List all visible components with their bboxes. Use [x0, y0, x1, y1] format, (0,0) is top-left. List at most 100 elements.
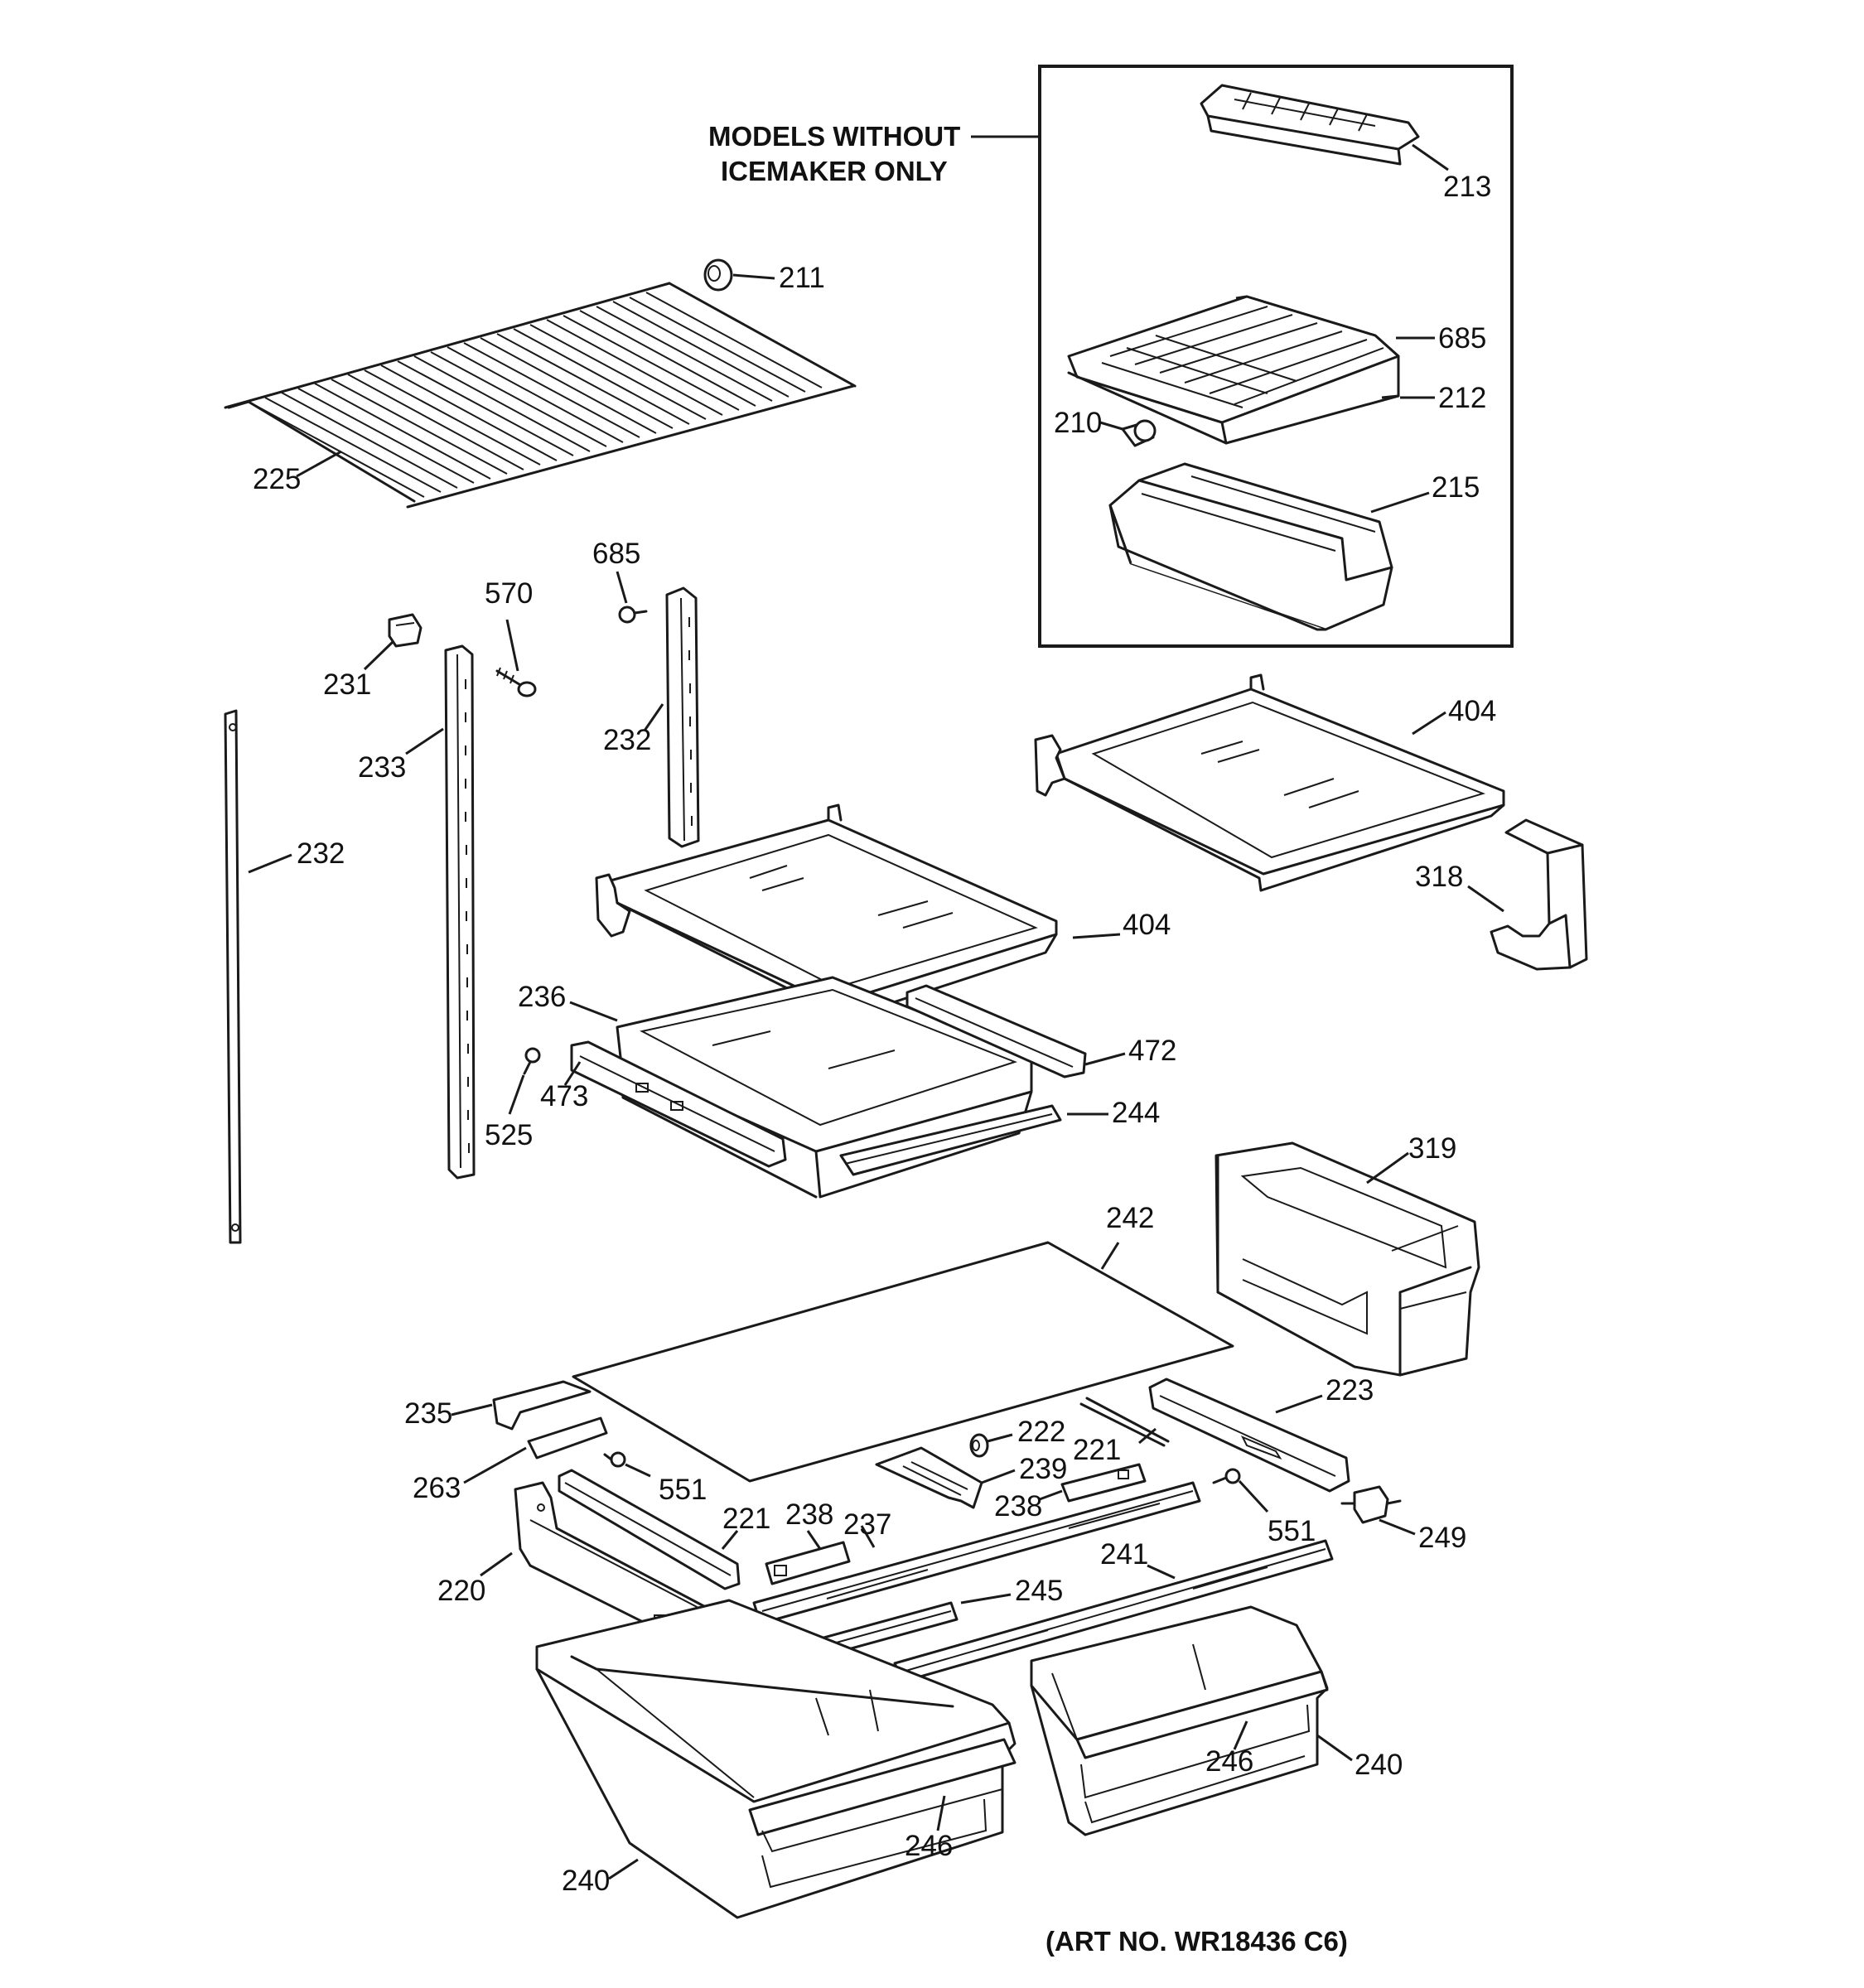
- leader-223: [1275, 1394, 1323, 1414]
- leader-241: [1147, 1564, 1176, 1580]
- callout-213: 213: [1443, 171, 1491, 203]
- leader-233: [405, 727, 444, 755]
- callout-233: 233: [358, 751, 406, 784]
- callout-472: 472: [1128, 1035, 1176, 1067]
- screw-551-right-part: [1212, 1468, 1241, 1484]
- leader-231: [363, 640, 394, 671]
- callout-404-middle: 404: [1123, 909, 1171, 941]
- leader-404-right: [1412, 711, 1446, 736]
- slide-rail-472-part: [905, 984, 1087, 1078]
- center-rail-part: [444, 644, 476, 1180]
- screw-525-part: [523, 1047, 541, 1075]
- callout-263: 263: [413, 1472, 461, 1504]
- callout-404-right: 404: [1448, 695, 1496, 727]
- callout-221-upper: 221: [1073, 1434, 1121, 1466]
- callout-212: 212: [1438, 382, 1486, 414]
- leader-232-right: [643, 703, 664, 731]
- leader-215: [1370, 491, 1430, 514]
- label-238-left-part: [765, 1541, 851, 1585]
- callout-222: 222: [1017, 1416, 1065, 1448]
- callout-685: 685: [592, 538, 640, 570]
- callout-238-right: 238: [994, 1490, 1042, 1522]
- leader-222: [987, 1433, 1013, 1443]
- leader-551-left: [625, 1463, 651, 1478]
- callout-240-right: 240: [1355, 1749, 1403, 1781]
- leader-246-right: [1233, 1720, 1248, 1750]
- spacer-211-part: [703, 258, 733, 292]
- callout-551-right: 551: [1268, 1515, 1316, 1547]
- inset-box: [1038, 65, 1514, 648]
- leader-319: [1366, 1151, 1409, 1185]
- callout-241: 241: [1100, 1538, 1148, 1571]
- crisper-cover-242-part: [572, 1241, 1234, 1483]
- leader-551-right: [1238, 1479, 1269, 1513]
- callout-246-right: 246: [1205, 1745, 1253, 1778]
- art-number: (ART NO. WR18436 C6): [1045, 1926, 1348, 1957]
- callout-210: 210: [1054, 407, 1102, 439]
- screw-551-left-part: [603, 1451, 626, 1468]
- leader-238-left: [806, 1530, 822, 1550]
- callout-237: 237: [843, 1508, 891, 1541]
- leader-211: [732, 273, 775, 280]
- strip-263-part: [527, 1416, 608, 1460]
- bracket-318-part: [1490, 818, 1588, 971]
- screw-685-part: [618, 606, 648, 624]
- callout-473: 473: [540, 1080, 588, 1112]
- crisper-drawer-left-part: [535, 1599, 1017, 1919]
- center-rail-237-part: [752, 1481, 1201, 1625]
- callout-249: 249: [1418, 1522, 1466, 1554]
- callout-225: 225: [253, 463, 301, 495]
- leader-225: [296, 450, 342, 478]
- leader-263: [463, 1446, 527, 1484]
- callout-685-inset: 685: [1438, 322, 1486, 355]
- leader-473: [563, 1061, 582, 1086]
- drawer-bar-244-part: [839, 1104, 1062, 1176]
- wire-shelf-part: [224, 282, 857, 509]
- callout-570: 570: [485, 577, 533, 610]
- callout-223: 223: [1326, 1374, 1374, 1407]
- leader-240-left: [608, 1858, 639, 1880]
- label-238-right-part: [1060, 1463, 1147, 1503]
- ice-tray-part: [1200, 84, 1420, 166]
- leader-239: [981, 1469, 1016, 1484]
- callout-246-left: 246: [905, 1830, 953, 1862]
- screw-210-part: [1121, 419, 1157, 447]
- leader-236: [569, 1001, 618, 1022]
- screw-570-part: [495, 667, 537, 697]
- leader-210: [1099, 421, 1123, 431]
- callout-221-left: 221: [722, 1503, 770, 1535]
- inset-heading-line-2: ICEMAKER ONLY: [721, 156, 948, 186]
- callout-238-left: 238: [785, 1498, 833, 1531]
- leader-240-right: [1316, 1734, 1353, 1762]
- leader-242: [1100, 1242, 1120, 1270]
- rail-223-part: [1148, 1378, 1350, 1493]
- rail-221-upper-part: [1079, 1397, 1170, 1447]
- bracket-239-part: [875, 1446, 983, 1509]
- callout-232-left: 232: [297, 837, 345, 870]
- callout-319: 319: [1408, 1132, 1456, 1165]
- bucket-support-part: [1067, 295, 1400, 445]
- clip-249-part: [1340, 1485, 1402, 1524]
- leader-245: [960, 1593, 1012, 1604]
- roller-222-part: [969, 1433, 989, 1458]
- callout-220: 220: [437, 1575, 485, 1607]
- leader-221-left: [721, 1530, 739, 1550]
- callout-215: 215: [1432, 471, 1480, 504]
- leader-525: [508, 1074, 525, 1115]
- leader-238-right: [1039, 1489, 1063, 1501]
- strip-235-part: [492, 1380, 592, 1431]
- callout-242: 242: [1106, 1202, 1154, 1234]
- callout-236: 236: [518, 981, 566, 1013]
- leader-570: [505, 619, 519, 672]
- crisper-drawer-right-part: [1030, 1605, 1329, 1836]
- leader-246-left: [936, 1795, 946, 1831]
- inset-heading-line-1: MODELS WITHOUT: [708, 121, 960, 152]
- callout-318: 318: [1415, 861, 1463, 893]
- rail-221-left-part: [558, 1469, 741, 1590]
- leader-472: [1084, 1052, 1126, 1066]
- leader-221-upper: [1138, 1427, 1157, 1445]
- callout-211: 211: [779, 262, 825, 294]
- glass-shelf-middle-part: [595, 803, 1058, 1025]
- ice-bucket-part: [1108, 462, 1393, 631]
